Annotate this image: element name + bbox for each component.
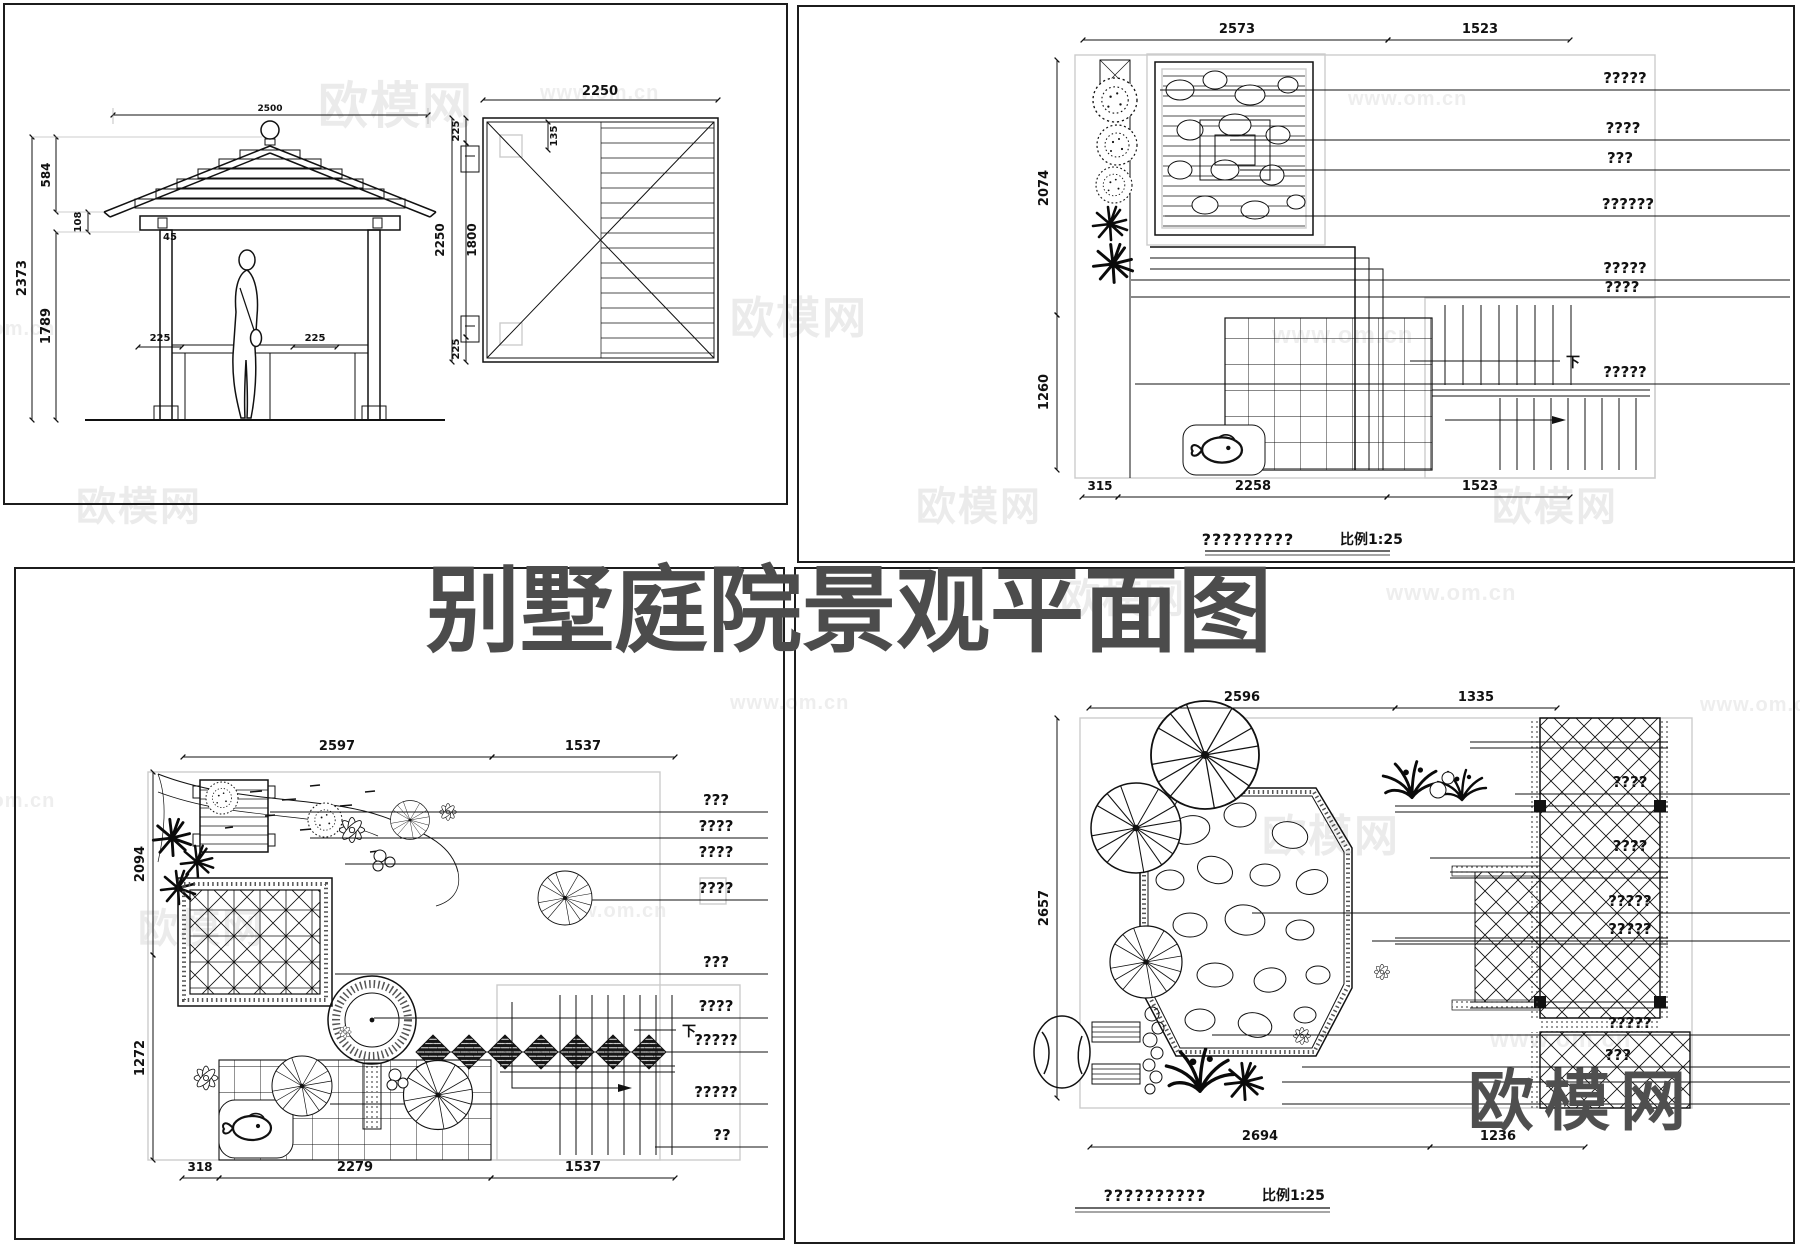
leader-label: ?????	[694, 1031, 738, 1049]
leader-label: ????	[1605, 278, 1640, 296]
dim-plan-c-bottom-1: 2694	[1242, 1129, 1278, 1144]
dim-gazebo-beam: 108	[73, 212, 84, 233]
plan-a-caption: ?????????	[1202, 530, 1295, 549]
dim-plan-a-top-2: 1523	[1462, 22, 1498, 37]
dim-plan-a-bottom-1: 315	[1087, 479, 1112, 493]
dim-gazebo-bench-right: 225	[305, 333, 326, 344]
dim-gazebo-width: 2500	[257, 104, 282, 114]
dim-plan-a-bottom-2: 2258	[1235, 479, 1271, 494]
leader-label: ????	[699, 997, 734, 1015]
gazebo-elevation-drawing: 2500 2373	[15, 84, 721, 423]
leader-label: ????	[1613, 773, 1648, 791]
leader-label: ????	[699, 843, 734, 861]
leader-label: ????	[699, 817, 734, 835]
dim-plan-a-left-1: 2074	[1037, 170, 1052, 206]
dim-roof-offset: 135	[549, 126, 560, 147]
watermark-brand: 欧模网	[318, 78, 474, 134]
panel-plan-c: ???? ???? ????? ????? ????? ??? 2596 133…	[794, 567, 1795, 1244]
dim-plan-c-bottom-2: 1236	[1480, 1129, 1516, 1144]
sheet-title: 别墅庭院景观平面图	[426, 558, 1273, 663]
dim-gazebo-post: 45	[163, 232, 177, 243]
leader-label: ?????	[1608, 920, 1652, 938]
leader-label: ?????	[1608, 1014, 1652, 1032]
leader-label: ??????	[1602, 195, 1654, 213]
leader-label: ?????	[1603, 363, 1647, 381]
leader-label: ??	[713, 1126, 730, 1144]
plan-c-drawing: ???? ???? ????? ????? ????? ??? 2596 133…	[1033, 690, 1790, 1213]
watermark-brand: 欧模网	[916, 485, 1042, 529]
dim-plan-c-left-1: 2657	[1037, 890, 1052, 926]
dim-plan-b-top-1: 2597	[319, 739, 355, 754]
watermark-site: www.om.cn	[730, 692, 850, 714]
watermark-site: www.om.cn	[1348, 88, 1468, 110]
dim-roof-top: 2250	[582, 84, 618, 99]
down-arrow-label: 下	[682, 1024, 696, 1040]
dim-gazebo-roof-height: 584	[39, 162, 53, 187]
plan-c-scale: 比例1:25	[1262, 1187, 1325, 1204]
leader-label: ???	[703, 953, 729, 971]
plan-c-caption: ??????????	[1104, 1186, 1207, 1205]
leader-label: ???	[1607, 149, 1633, 167]
dim-plan-b-bottom-2: 2279	[337, 1160, 373, 1175]
dim-plan-b-left-1: 2094	[133, 846, 148, 882]
panel-plan-a: 下 ????? ???? ??? ?????? ????? ???? ?????…	[797, 5, 1795, 563]
dim-roof-side: 2250	[433, 223, 447, 256]
dim-plan-c-top-2: 1335	[1458, 690, 1494, 705]
dim-plan-a-bottom-3: 1523	[1462, 479, 1498, 494]
watermark-site: www.om.cn	[0, 318, 56, 340]
plan-a-drawing: 下 ????? ???? ??? ?????? ????? ???? ?????…	[1037, 22, 1790, 556]
panel-plan-b: ??? ???? ???? ???? ??? ???? ?????	[14, 567, 785, 1240]
watermark-brand: 欧模网	[1492, 485, 1618, 529]
dim-gazebo-eave-height: 1789	[39, 308, 54, 344]
dim-plan-b-left-2: 1272	[133, 1040, 148, 1076]
dim-roof-inner: 1800	[465, 223, 479, 256]
dim-plan-c-top-1: 2596	[1224, 690, 1260, 705]
panel-gazebo-detail: 2500 2373	[3, 3, 788, 505]
leader-label: ?????	[1608, 892, 1652, 910]
dim-plan-b-bottom-3: 1537	[565, 1160, 601, 1175]
dim-gazebo-total-height: 2373	[15, 260, 30, 296]
dim-plan-a-left-2: 1260	[1037, 374, 1052, 410]
watermark-site: www.om.cn	[1700, 694, 1800, 716]
dim-plan-a-top-1: 2573	[1219, 22, 1255, 37]
leader-label: ?????	[694, 1083, 738, 1101]
dim-plan-b-top-2: 1537	[565, 739, 601, 754]
dim-gazebo-bench-left: 225	[150, 333, 171, 344]
watermark-brand: 欧模网	[76, 485, 202, 529]
down-arrow-label: 下	[1566, 355, 1580, 371]
watermark-brand-large: 欧模网	[1468, 1064, 1696, 1138]
dim-roof-edge-bottom: 225	[451, 339, 462, 360]
leader-label: ???	[1605, 1046, 1631, 1064]
leader-label: ????	[1606, 119, 1641, 137]
leader-label: ????	[1613, 837, 1648, 855]
leader-label: ???	[703, 791, 729, 809]
dim-plan-b-bottom-1: 318	[187, 1160, 212, 1174]
plan-b-drawing: ??? ???? ???? ???? ??? ???? ?????	[133, 739, 768, 1181]
dim-roof-edge-top: 225	[451, 121, 462, 142]
leader-label: ?????	[1603, 69, 1647, 87]
leader-label: ?????	[1603, 259, 1647, 277]
leader-label: ????	[699, 879, 734, 897]
watermark-site: www.om.cn	[1386, 580, 1517, 605]
watermark-brand: 欧模网	[1060, 577, 1186, 621]
watermark-site: www.om.cn	[0, 790, 56, 812]
plan-a-scale: 比例1:25	[1340, 531, 1403, 548]
